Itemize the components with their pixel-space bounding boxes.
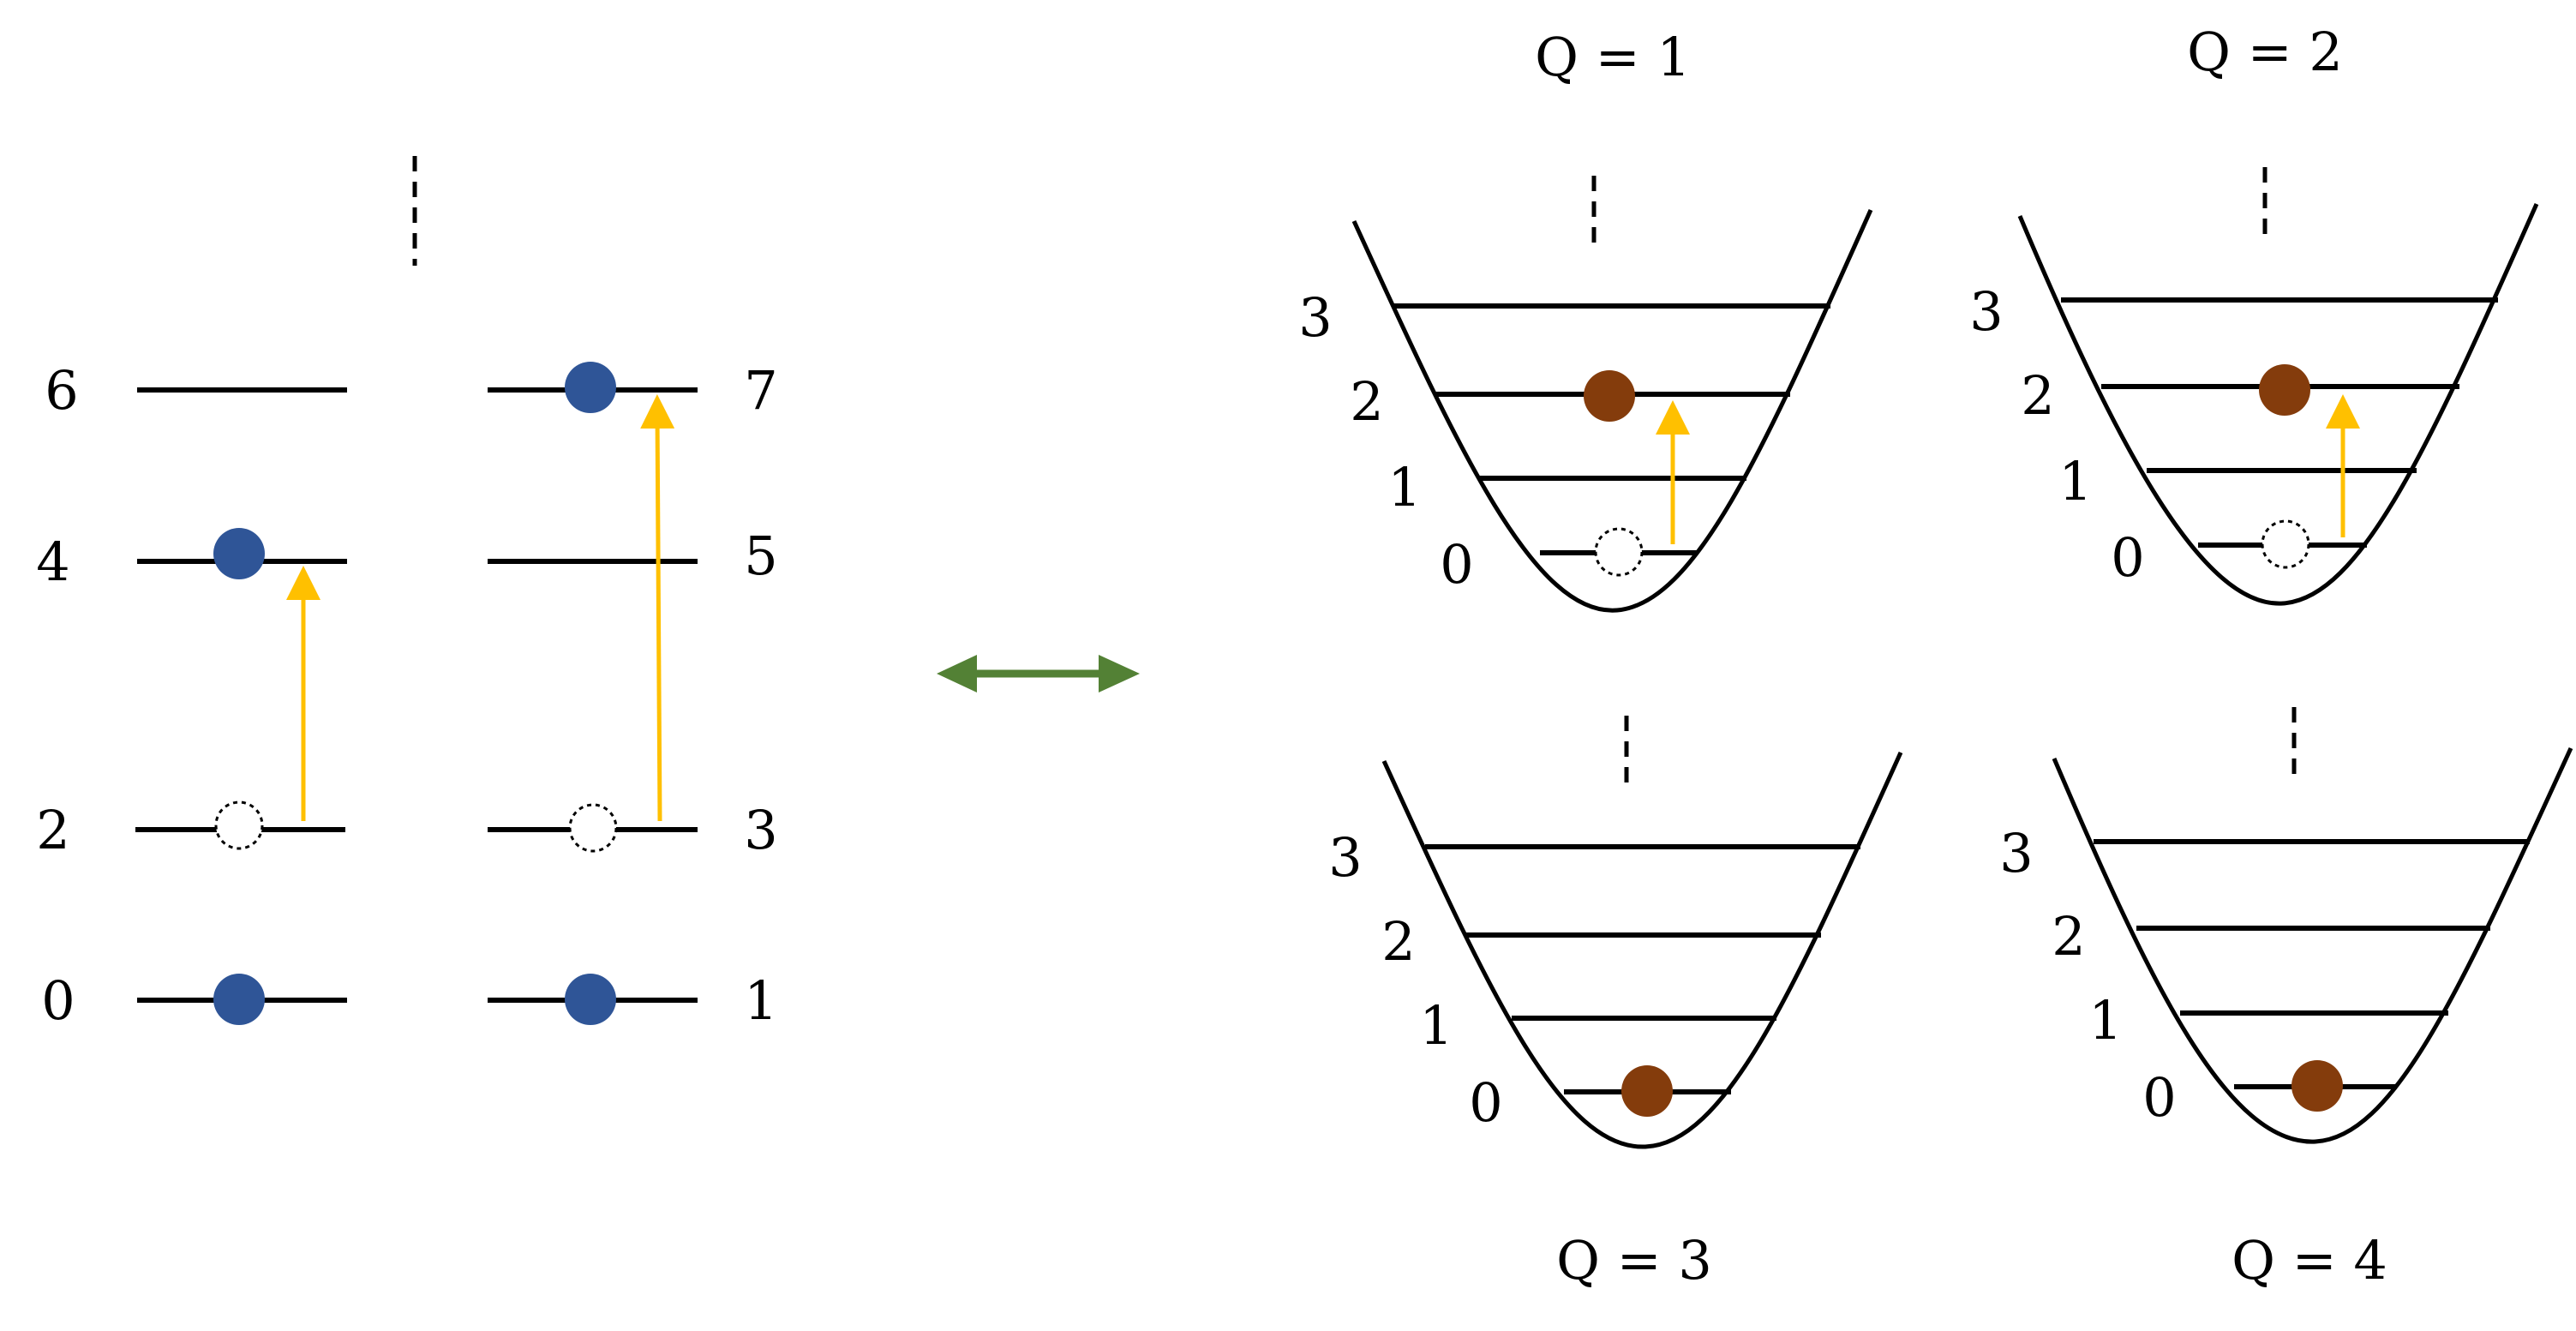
left-panel: 6 4 2 0 7 5 3 1: [36, 156, 778, 1032]
well-q4-curve: [2052, 746, 2573, 1144]
well-q1-label-0: 0: [1440, 533, 1473, 596]
right-panel: Q = 1 3 2 1 0 Q = 2 3 2 1: [1298, 21, 2573, 1292]
level-label-7: 7: [744, 359, 777, 422]
well-q2-hole: [2261, 519, 2310, 569]
well-q2-label-0: 0: [2111, 526, 2144, 589]
well-title-q2: Q = 2: [2187, 21, 2343, 83]
level-label-6: 6: [45, 359, 78, 422]
level-label-1: 1: [744, 969, 777, 1032]
well-q4-boson-particle: [2291, 1060, 2343, 1112]
well-q3-boson-particle: [1621, 1065, 1673, 1117]
well-q2-label-1: 1: [2058, 450, 2092, 513]
well-q3-label-1: 1: [1419, 994, 1453, 1057]
fermion-particle-level-4: [213, 528, 265, 579]
level-label-2: 2: [36, 799, 69, 861]
well-q4-label-0: 0: [2142, 1066, 2176, 1129]
well-q4: 3 2 1 0 Q = 4: [1999, 707, 2573, 1292]
well-q4-label-2: 2: [2052, 905, 2085, 968]
well-q3-curve: [1381, 751, 1903, 1149]
well-q3-label-0: 0: [1469, 1071, 1502, 1134]
fermion-particle-level-7: [565, 362, 616, 413]
hole-level-2: [214, 800, 264, 850]
well-q2: Q = 2 3 2 1 0: [1969, 21, 2539, 606]
well-q4-label-3: 3: [1999, 822, 2033, 884]
well-title-q1: Q = 1: [1535, 26, 1691, 88]
well-q4-label-1: 1: [2088, 989, 2122, 1052]
well-q1-hole: [1594, 527, 1644, 577]
well-q1: Q = 1 3 2 1 0: [1298, 26, 1873, 613]
mapping-double-arrow: [937, 655, 1140, 692]
well-title-q4: Q = 4: [2232, 1229, 2387, 1292]
well-q1-label-2: 2: [1350, 370, 1383, 433]
excitation-arrow-3-to-7: [640, 394, 675, 822]
well-q3: 3 2 1 0 Q = 3: [1328, 716, 1903, 1292]
well-q3-label-3: 3: [1328, 826, 1362, 889]
level-label-4: 4: [36, 531, 69, 593]
fermion-particle-level-1: [565, 974, 616, 1025]
well-q1-label-3: 3: [1298, 286, 1332, 349]
well-q2-label-2: 2: [2021, 364, 2054, 427]
hole-level-3: [568, 803, 618, 853]
level-label-0: 0: [41, 969, 75, 1032]
level-label-3: 3: [744, 799, 777, 861]
well-q2-curve: [2017, 202, 2539, 606]
well-q1-boson-particle: [1584, 370, 1635, 422]
well-q2-label-3: 3: [1969, 280, 2003, 343]
level-label-5: 5: [744, 525, 777, 587]
well-title-q3: Q = 3: [1556, 1229, 1712, 1292]
well-q1-curve: [1351, 208, 1873, 613]
well-q3-label-2: 2: [1381, 910, 1415, 973]
well-q2-boson-particle: [2259, 364, 2310, 416]
well-q1-label-1: 1: [1387, 456, 1421, 519]
fermion-particle-level-0: [213, 974, 265, 1025]
